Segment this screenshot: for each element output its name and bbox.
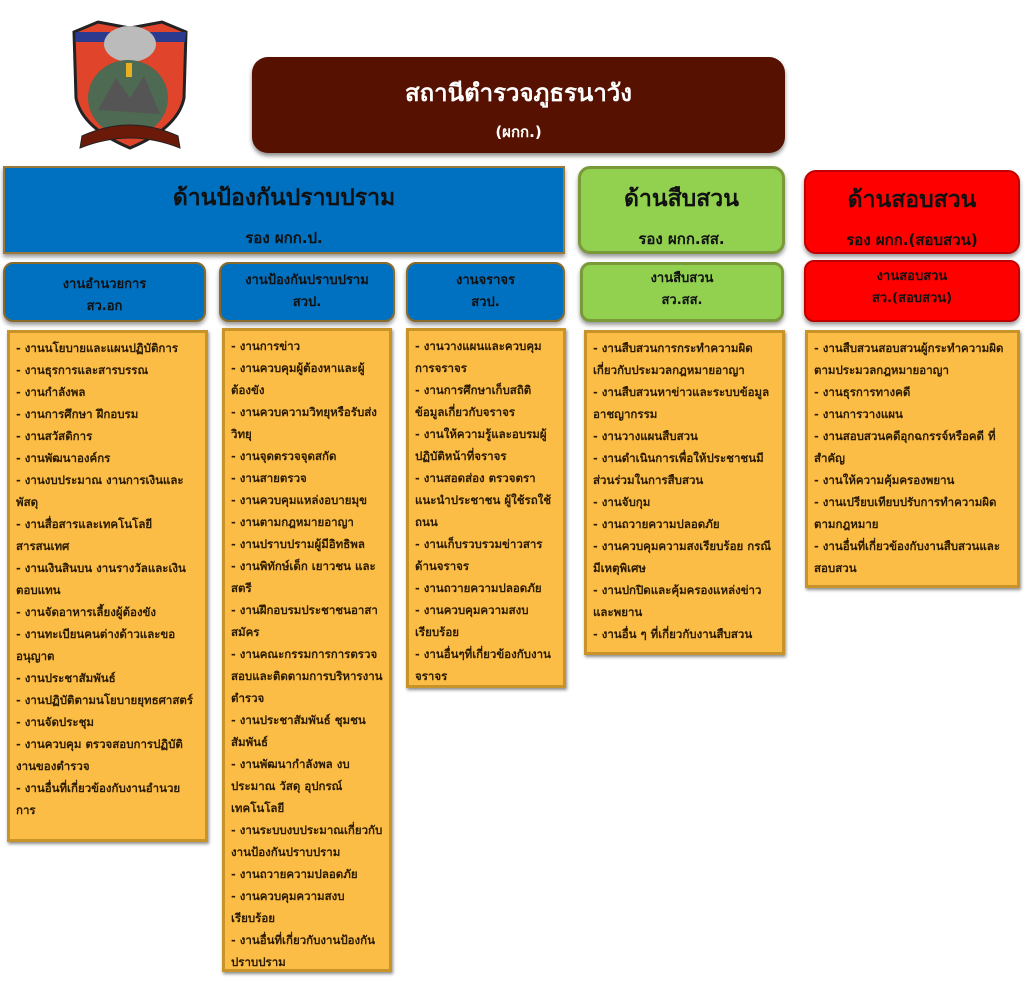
- task-item: - งานให้ความรู้และอบรมผู้ปฏิบัติหน้าที่จ…: [415, 427, 547, 463]
- task-list-administration: - งานนโยบายและแผนปฏิบัติการ - งานธุรการแล…: [7, 330, 208, 842]
- task-item: - งานสืบสวนการกระทำความผิดเกี่ยวกับประมว…: [593, 341, 753, 377]
- task-item: - งานการศึกษา ฝึกอบรม: [16, 407, 139, 421]
- task-item: - งานควบความวิทยุหรือรับส่งวิทยุ: [231, 405, 377, 441]
- task-item: - งานตามกฎหมายอาญา: [231, 515, 354, 529]
- unit-head: สวป.: [292, 295, 322, 310]
- task-item: - งานวางแผนและควบคุมการจราจร: [415, 339, 542, 375]
- unit-head: สว.(สอบสวน): [871, 291, 953, 306]
- task-item: - งานจุดตรวจจุดสกัด: [231, 449, 337, 463]
- task-item: - งานพิทักษ์เด็ก เยาวชน และสตรี: [231, 559, 376, 595]
- task-item: - งานธุรการทางคดี: [814, 385, 911, 399]
- unit-head: สว.อก: [86, 299, 123, 314]
- unit-head: สว.สส.: [661, 293, 703, 308]
- task-list-traffic: - งานวางแผนและควบคุมการจราจร - งานการศึกษ…: [406, 328, 566, 688]
- task-list-investigation: - งานสืบสวนการกระทำความผิดเกี่ยวกับประมว…: [584, 330, 785, 655]
- task-item: - งานการศึกษาเก็บสถิติข้อมูลเกี่ยวกับจรา…: [415, 383, 532, 419]
- task-item: - งานควบคุมผู้ต้องหาและผู้ต้องขัง: [231, 361, 365, 397]
- task-item: - งานสอบสวนคดีอุกฉกรรจ์หรือคดี ที่สำคัญ: [814, 429, 996, 465]
- task-item: - งานให้ความคุ้มครองพยาน: [814, 473, 955, 487]
- task-list-inquiry: - งานสืบสวนสอบสวนผู้กระทำความผิดตามประมว…: [805, 330, 1020, 588]
- task-item: - งานพัฒนากำลังพล งบประมาณ วัสดุ อุปกรณ์…: [231, 757, 350, 815]
- task-item: - งานนโยบายและแผนปฏิบัติการ: [16, 341, 179, 355]
- unit-investigation: งานสืบสวน สว.สส.: [580, 262, 784, 322]
- task-item: - งานสอดส่อง ตรวจตรา แนะนำประชาชน ผู้ใช้…: [415, 471, 552, 529]
- task-item: - งานควบคุม ตรวจสอบการปฏิบัติงานของตำรวจ: [16, 737, 183, 773]
- division-head: รอง ผกก.สส.: [638, 230, 725, 248]
- task-item: - งานถวายความปลอดภัย: [231, 867, 358, 881]
- division-inquiry: ด้านสอบสวน รอง ผกก.(สอบสวน): [804, 170, 1020, 254]
- station-title-box: สถานีตำรวจภูธรนาวัง (ผกก.): [252, 57, 785, 153]
- division-prevention: ด้านป้องกันปราบปราม รอง ผกก.ป.: [3, 166, 565, 254]
- unit-administration: งานอำนวยการ สว.อก: [3, 262, 206, 322]
- task-item: - งานการข่าว: [231, 339, 301, 353]
- unit-traffic: งานจราจร สวป.: [406, 262, 565, 322]
- task-item: - งานอื่นที่เกี่ยวข้องกับงานอำนวยการ: [16, 781, 181, 817]
- task-item: - งานปฏิบัติตามนโยบายยุทธศาสตร์: [16, 693, 194, 707]
- unit-inquiry: งานสอบสวน สว.(สอบสวน): [804, 260, 1020, 322]
- unit-head: สวป.: [471, 295, 500, 310]
- task-item: - งานจัดอาหารเลี้ยงผู้ต้องขัง: [16, 605, 157, 619]
- unit-name: งานจราจร: [455, 273, 516, 288]
- division-name: ด้านสืบสวน: [624, 186, 739, 212]
- division-name: ด้านสอบสวน: [847, 187, 977, 213]
- task-item: - งานอื่นๆที่เกี่ยวข้องกับงานจราจร: [415, 647, 551, 683]
- task-item: - งานจับกุม: [593, 495, 651, 509]
- division-name: ด้านป้องกันปราบปราม: [172, 185, 396, 211]
- task-item: - งานปกปิดและคุ้มครองแหล่งข่าวและพยาน: [593, 583, 762, 619]
- division-head: รอง ผกก.ป.: [245, 229, 323, 247]
- task-item: - งานถวายความปลอดภัย: [415, 581, 542, 595]
- task-item: - งานถวายความปลอดภัย: [593, 517, 720, 531]
- task-item: - งานทะเบียนคนต่างด้าวและขออนุญาต: [16, 627, 176, 663]
- task-item: - งานกำลังพล: [16, 385, 86, 399]
- task-item: - งานสื่อสารและเทคโนโลยีสารสนเทศ: [16, 517, 153, 553]
- division-head: รอง ผกก.(สอบสวน): [846, 231, 978, 249]
- task-item: - งานเงินสินบน งานรางวัลและเงินตอบแทน: [16, 561, 186, 597]
- task-item: - งานสืบสวนสอบสวนผู้กระทำความผิดตามประมว…: [814, 341, 1004, 377]
- task-item: - งานดำเนินการเพื่อให้ประชาชนมีส่วนร่วมใ…: [593, 451, 764, 487]
- task-item: - งานงบประมาณ งานการเงินและพัสดุ: [16, 473, 184, 509]
- unit-name: งานสืบสวน: [650, 271, 714, 286]
- task-item: - งานควบคุมความสงเรียบร้อย กรณีมีเหตุพิเ…: [593, 539, 772, 575]
- task-item: - งานสวัสดิการ: [16, 429, 93, 443]
- task-item: - งานวางแผนสืบสวน: [593, 429, 698, 443]
- task-list-prevention: - งานการข่าว - งานควบคุมผู้ต้องหาและผู้ต้…: [222, 328, 392, 972]
- police-station-emblem: [68, 18, 192, 158]
- task-item: - งานระบบงบประมาณเกี่ยวกับงานป้องกันปราบ…: [231, 823, 383, 859]
- division-investigation: ด้านสืบสวน รอง ผกก.สส.: [578, 166, 785, 254]
- task-item: - งานคณะกรรมการการตรวจสอบและติดตามการบริ…: [231, 647, 383, 705]
- task-item: - งานประชาสัมพันธ์ ชุมชนสัมพันธ์: [231, 713, 366, 749]
- task-item: - งานจัดประชุม: [16, 715, 94, 729]
- unit-name: งานป้องกันปราบปราม: [245, 273, 369, 288]
- task-item: - งานประชาสัมพันธ์: [16, 671, 116, 685]
- task-item: - งานเก็บรวบรวมข่าวสารด้านจราจร: [415, 537, 543, 573]
- task-item: - งานควบคุมความสงบเรียบร้อย: [231, 889, 345, 925]
- task-item: - งานอื่น ๆ ที่เกี่ยวกับงานสืบสวน: [593, 627, 753, 641]
- task-item: - งานฝึกอบรมประชาชนอาสาสมัคร: [231, 603, 378, 639]
- station-name: สถานีตำรวจภูธรนาวัง: [405, 79, 632, 107]
- task-item: - งานสืบสวนหาข่าวและระบบข้อมูลอาชญากรรม: [593, 385, 770, 421]
- task-item: - งานการวางแผน: [814, 407, 903, 421]
- unit-name: งานสอบสวน: [876, 269, 948, 284]
- task-item: - งานสายตรวจ: [231, 471, 307, 485]
- task-item: - งานเปรียบเทียบปรับการทำความผิดตามกฎหมา…: [814, 495, 997, 531]
- task-item: - งานอื่นที่เกี่ยวกับงานป้องกันปราบปราม: [231, 933, 375, 969]
- unit-name: งานอำนวยการ: [62, 277, 147, 292]
- task-item: - งานพัฒนาองค์กร: [16, 451, 111, 465]
- task-item: - งานปราบปรามผู้มีอิทธิพล: [231, 537, 365, 551]
- unit-prevention: งานป้องกันปราบปราม สวป.: [219, 262, 395, 322]
- task-item: - งานธุรการและสารบรรณ: [16, 363, 149, 377]
- task-item: - งานควบคุมแหล่งอบายมุข: [231, 493, 367, 507]
- task-item: - งานอื่นที่เกี่ยวข้องกับงานสืบสวนและสอบ…: [814, 539, 1001, 575]
- task-item: - งานควบคุมความสงบเรียบร้อย: [415, 603, 529, 639]
- station-head-position: (ผกก.): [495, 123, 542, 141]
